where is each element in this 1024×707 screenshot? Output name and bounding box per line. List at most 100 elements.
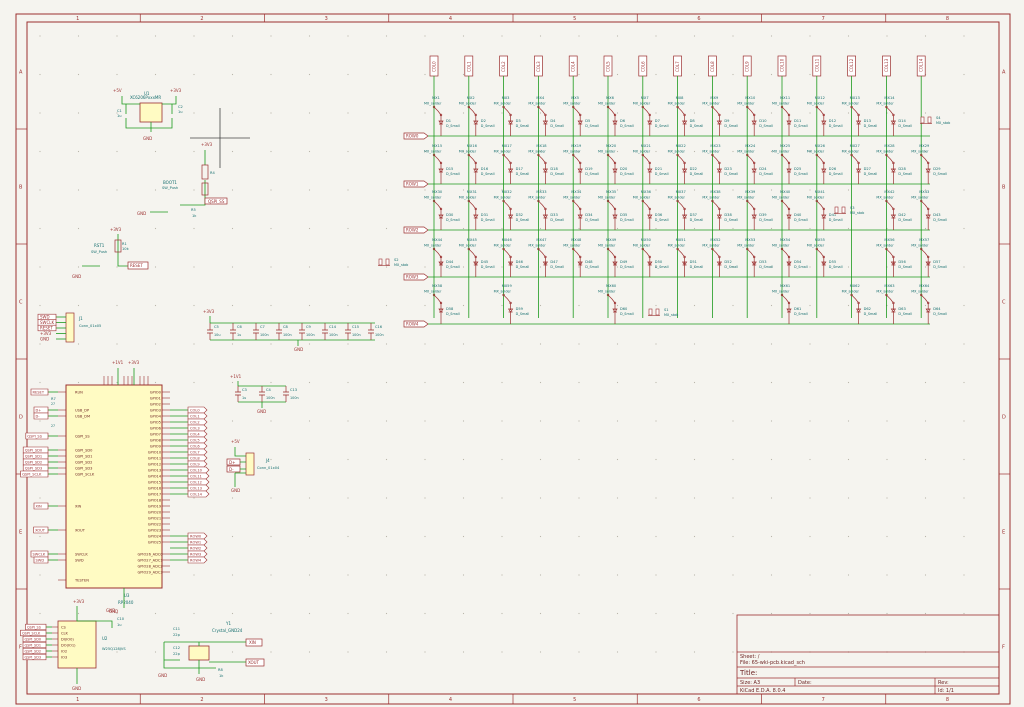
mcu-right-net: ROW0 <box>190 535 202 539</box>
mcu-right-net: COL5 <box>190 439 200 443</box>
diode-value: D_Small <box>550 172 564 176</box>
column-label: COL13 <box>884 58 889 72</box>
column-net-col3: COL3 <box>534 55 543 77</box>
switch-value: MX_solder <box>563 102 581 106</box>
mcu-right-pin: GPIO3 <box>150 409 161 413</box>
switch-ref: MX24 <box>745 144 756 148</box>
frame-col-6: 6 <box>697 16 700 22</box>
column-net-col2: COL2 <box>499 55 508 77</box>
cap-value: 100n <box>306 333 315 337</box>
mcu-right-net: COL6 <box>190 445 200 449</box>
switch-value: MX_solder <box>737 102 755 106</box>
column-net-col9: COL9 <box>742 55 752 77</box>
cap-value: 100n <box>329 333 338 337</box>
stab-ref: S1 <box>664 308 669 312</box>
switch-value: MX_solder <box>633 102 651 106</box>
diode-ref: D1 <box>446 119 451 123</box>
reset-rail: +3V3 <box>110 227 122 232</box>
diode-ref: D49 <box>620 260 628 264</box>
mcu-right-net: COL1 <box>190 415 200 419</box>
mcu-left-net: QSPI_SD1 <box>25 455 42 459</box>
flash-cap-gnd: GND <box>106 608 115 613</box>
regulator-vout-label: +3V3 <box>170 88 182 93</box>
decoupling-cap-c9: C9 100n <box>299 323 315 340</box>
switch-value: MX_solder <box>807 102 825 106</box>
column-label: COL4 <box>571 61 576 72</box>
switch-ref: MX22 <box>676 144 686 148</box>
switch-value: MX_solder <box>702 150 720 154</box>
switch-value: MX_solder <box>668 196 686 200</box>
column-label: COL12 <box>849 58 854 72</box>
switch-value: MX_solder <box>772 102 790 106</box>
mcu-left-pin: TESTEN <box>74 579 89 583</box>
crystal-cap1-value: 22p <box>173 633 181 637</box>
row-label: ROW0 <box>406 134 419 139</box>
diode-value: D_Small <box>620 218 634 222</box>
diode-value: D_Small <box>933 312 947 316</box>
flash-value: W25Q128JVS <box>102 647 126 651</box>
diode-ref: D63 <box>898 307 905 311</box>
core-cap-c3: C3 1u <box>235 386 247 402</box>
switch-value: MX_solder <box>598 150 616 154</box>
switch-value: MX_solder <box>807 244 825 248</box>
cap-ref: C6 <box>237 325 243 329</box>
switch-ref: MX42 <box>884 190 894 194</box>
title-file-line: File: 65-wki-pcb.kicad_sch <box>740 660 805 666</box>
bootsel-ref: BOOT1 <box>163 180 177 185</box>
diode-ref: D32 <box>516 213 523 217</box>
diode-ref: D26 <box>829 167 837 171</box>
row-label: ROW4 <box>406 322 419 327</box>
cap-ref: C3 <box>242 388 247 392</box>
switch-ref: MX44 <box>432 238 443 242</box>
frame-col-3: 3 <box>325 16 328 22</box>
column-net-col12: COL12 <box>847 55 856 77</box>
voltage-regulator-block: U1 XC6206PxxxMR +5V +3V3 GND C1 1u C2 1u <box>113 88 183 141</box>
regulator-gnd-label: GND <box>143 136 152 141</box>
bootsel-block: +3V3 R4 BOOT1 SW_Push R5 1k QSPI_SS GND <box>137 142 228 218</box>
row-net-row4: ROW4 <box>403 320 429 328</box>
diode-value: D_Small <box>864 312 878 316</box>
switch-ref: MX34 <box>571 190 582 194</box>
switch-value: MX_solder <box>876 102 894 106</box>
switch-value: MX_solder <box>772 244 790 248</box>
mcu-right-net: COL4 <box>190 433 200 437</box>
cap-ref: C9 <box>306 325 312 329</box>
cap-value: 100n <box>283 333 292 337</box>
cap-value: 10u <box>214 333 220 337</box>
cap-value: 100n <box>266 396 275 400</box>
diode-ref: D18 <box>550 167 558 171</box>
switch-value: MX_solder <box>424 102 442 106</box>
column-label: COL3 <box>536 61 541 72</box>
switch-value: MX_solder <box>842 150 860 154</box>
mcu-left-pin: XOUT <box>75 529 86 533</box>
switch-value: MX_solder <box>563 196 581 200</box>
diode-ref: D60 <box>620 307 628 311</box>
diode-ref: D16 <box>481 167 489 171</box>
mcu-right-pin: GPIO1 <box>150 397 161 401</box>
mcu-ref: U3 <box>124 593 130 598</box>
cap-value: 1u <box>242 396 246 400</box>
diode-value: D_Small <box>516 265 530 269</box>
mcu-left-pin: QSPI_SD1 <box>75 455 92 459</box>
flash-net: QSPI_SD1 <box>25 644 41 648</box>
switch-ref: MX54 <box>780 238 791 242</box>
mcu-left-net: D+ <box>36 409 42 413</box>
regulator-cap2-ref: C2 <box>178 105 183 109</box>
frame-row-right-E: E <box>1002 530 1005 536</box>
mcu-gnd: GND <box>109 609 118 614</box>
diode-ref: D53 <box>759 260 766 264</box>
swd-pin-label: SWCLK <box>40 320 55 325</box>
